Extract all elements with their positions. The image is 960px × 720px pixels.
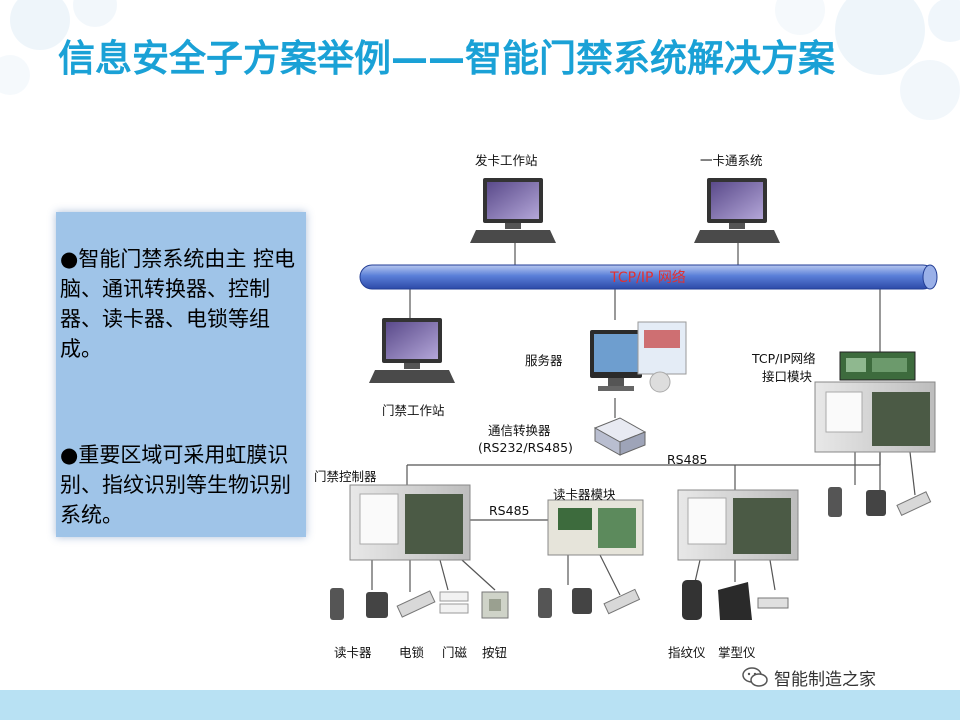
wechat-logo-icon	[742, 667, 768, 687]
floral-decoration-left-icon	[0, 0, 117, 95]
tcpip-interface-module-icon	[814, 351, 936, 453]
label-access-controller: 门禁控制器	[314, 469, 377, 484]
label-one-card-system: 一卡通系统	[700, 153, 763, 168]
reader-module-icon	[547, 499, 644, 556]
right-controller-lock-icon	[757, 597, 789, 609]
access-workstation-icon	[369, 318, 455, 383]
palm-scanner-icon	[718, 582, 752, 620]
label-converter-line2: (RS232/RS485)	[478, 440, 573, 455]
right-controller-cabinet-icon	[677, 489, 799, 561]
card-reader-device-icon	[330, 588, 388, 620]
label-rs485-left: RS485	[489, 503, 530, 518]
watermark-text: 智能制造之家	[774, 669, 876, 690]
bullet-2: ●重要区域可采用虹膜识别、指纹识别等生物识别系统。	[60, 443, 291, 527]
communication-converter-icon	[593, 417, 647, 456]
network-label: TCP/IP 网络	[609, 270, 686, 286]
label-fingerprint: 指纹仪	[668, 645, 706, 660]
one-card-system-workstation-icon	[694, 178, 780, 243]
fingerprint-scanner-icon	[682, 580, 702, 620]
network-pipe	[359, 264, 938, 290]
tcpip-module-reader-icon	[828, 487, 932, 517]
card-issue-workstation-icon	[470, 178, 556, 243]
label-card-reader: 读卡器	[334, 645, 372, 660]
connection-lines	[371, 243, 916, 596]
label-reader-module: 读卡器模块	[553, 487, 616, 502]
label-converter-line1: 通信转换器	[488, 423, 551, 438]
label-tcpip-module-line2: 接口模块	[762, 369, 813, 384]
access-controller-cabinet-icon	[349, 484, 471, 561]
electric-lock-device-icon	[396, 590, 436, 618]
slide-title: 信息安全子方案举例——智能门禁系统解决方案	[58, 37, 835, 80]
bullet-box	[56, 212, 306, 537]
label-rs485-top: RS485	[667, 452, 708, 467]
label-electric-lock: 电锁	[399, 645, 425, 660]
floral-decoration-right-icon	[775, 0, 960, 120]
label-button: 按钮	[482, 645, 508, 660]
label-palm: 掌型仪	[718, 645, 756, 660]
bullet-1: ●智能门禁系统由主 控电脑、通讯转换器、控制器、读卡器、电锁等组成。	[60, 247, 295, 361]
label-access-workstation: 门禁工作站	[382, 403, 445, 418]
server-icon	[590, 321, 687, 393]
door-magnet-device-icon	[439, 591, 469, 614]
label-server: 服务器	[525, 353, 563, 368]
bottom-band	[0, 690, 960, 720]
label-door-magnet: 门磁	[442, 645, 468, 660]
label-tcpip-module-line1: TCP/IP网络	[752, 351, 816, 366]
label-card-issue-station: 发卡工作站	[475, 153, 538, 168]
exit-button-device-icon	[481, 591, 509, 619]
watermark: 智能制造之家	[742, 663, 876, 691]
reader-module-card-reader-icon	[538, 588, 641, 618]
